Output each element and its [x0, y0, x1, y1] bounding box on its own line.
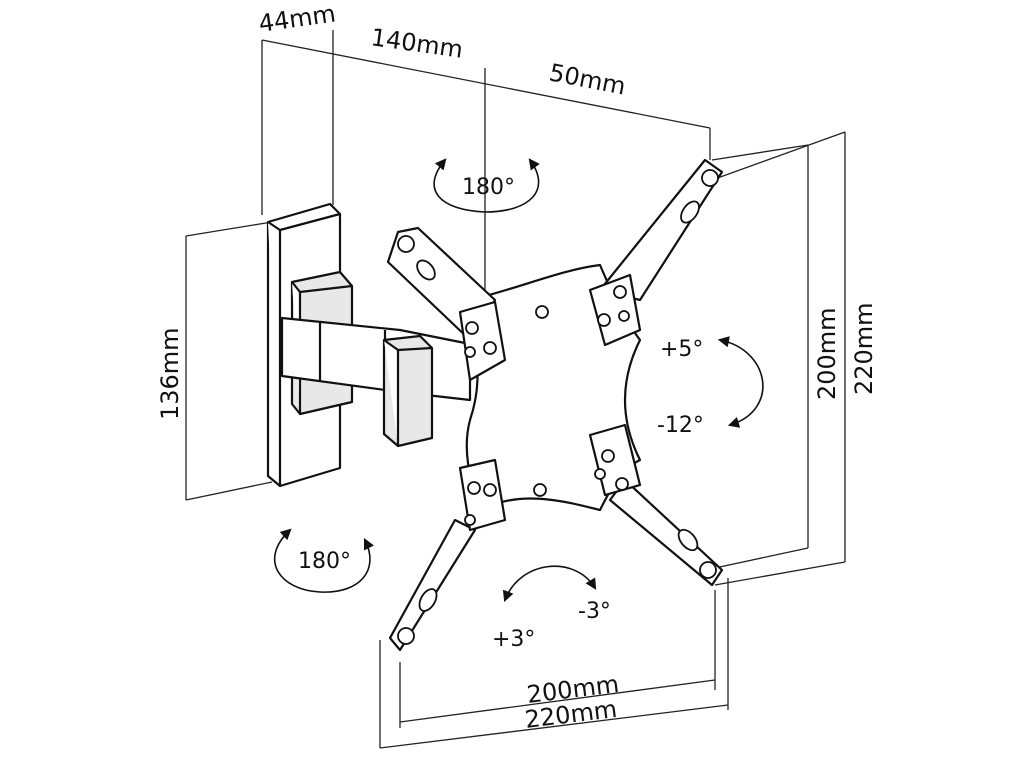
swivel-bottom-arrow	[273, 528, 375, 593]
dim-plate-offset: 50mm	[547, 58, 628, 100]
swivel-bottom-label: 180°	[298, 549, 351, 574]
swivel-top-arrow	[433, 158, 540, 213]
vesa-plate	[386, 158, 724, 652]
dimension-lines	[185, 30, 846, 749]
dim-vesa-vertical-outer: 220mm	[850, 302, 878, 395]
level-plus-label: +3°	[492, 627, 535, 652]
level-arrow	[502, 565, 597, 603]
level-minus-label: -3°	[578, 599, 611, 624]
swing-arm	[280, 316, 472, 448]
tilt-up-label: +5°	[660, 337, 703, 362]
dim-wall-plate-height: 136mm	[156, 327, 184, 420]
dim-wall-plate-depth: 44mm	[257, 0, 337, 38]
tilt-down-label: -12°	[657, 413, 704, 438]
swivel-top-label: 180°	[462, 175, 515, 200]
dim-arm-length: 140mm	[369, 23, 465, 64]
tilt-arrow	[717, 336, 764, 428]
dim-vesa-vertical-inner: 200mm	[813, 307, 841, 400]
